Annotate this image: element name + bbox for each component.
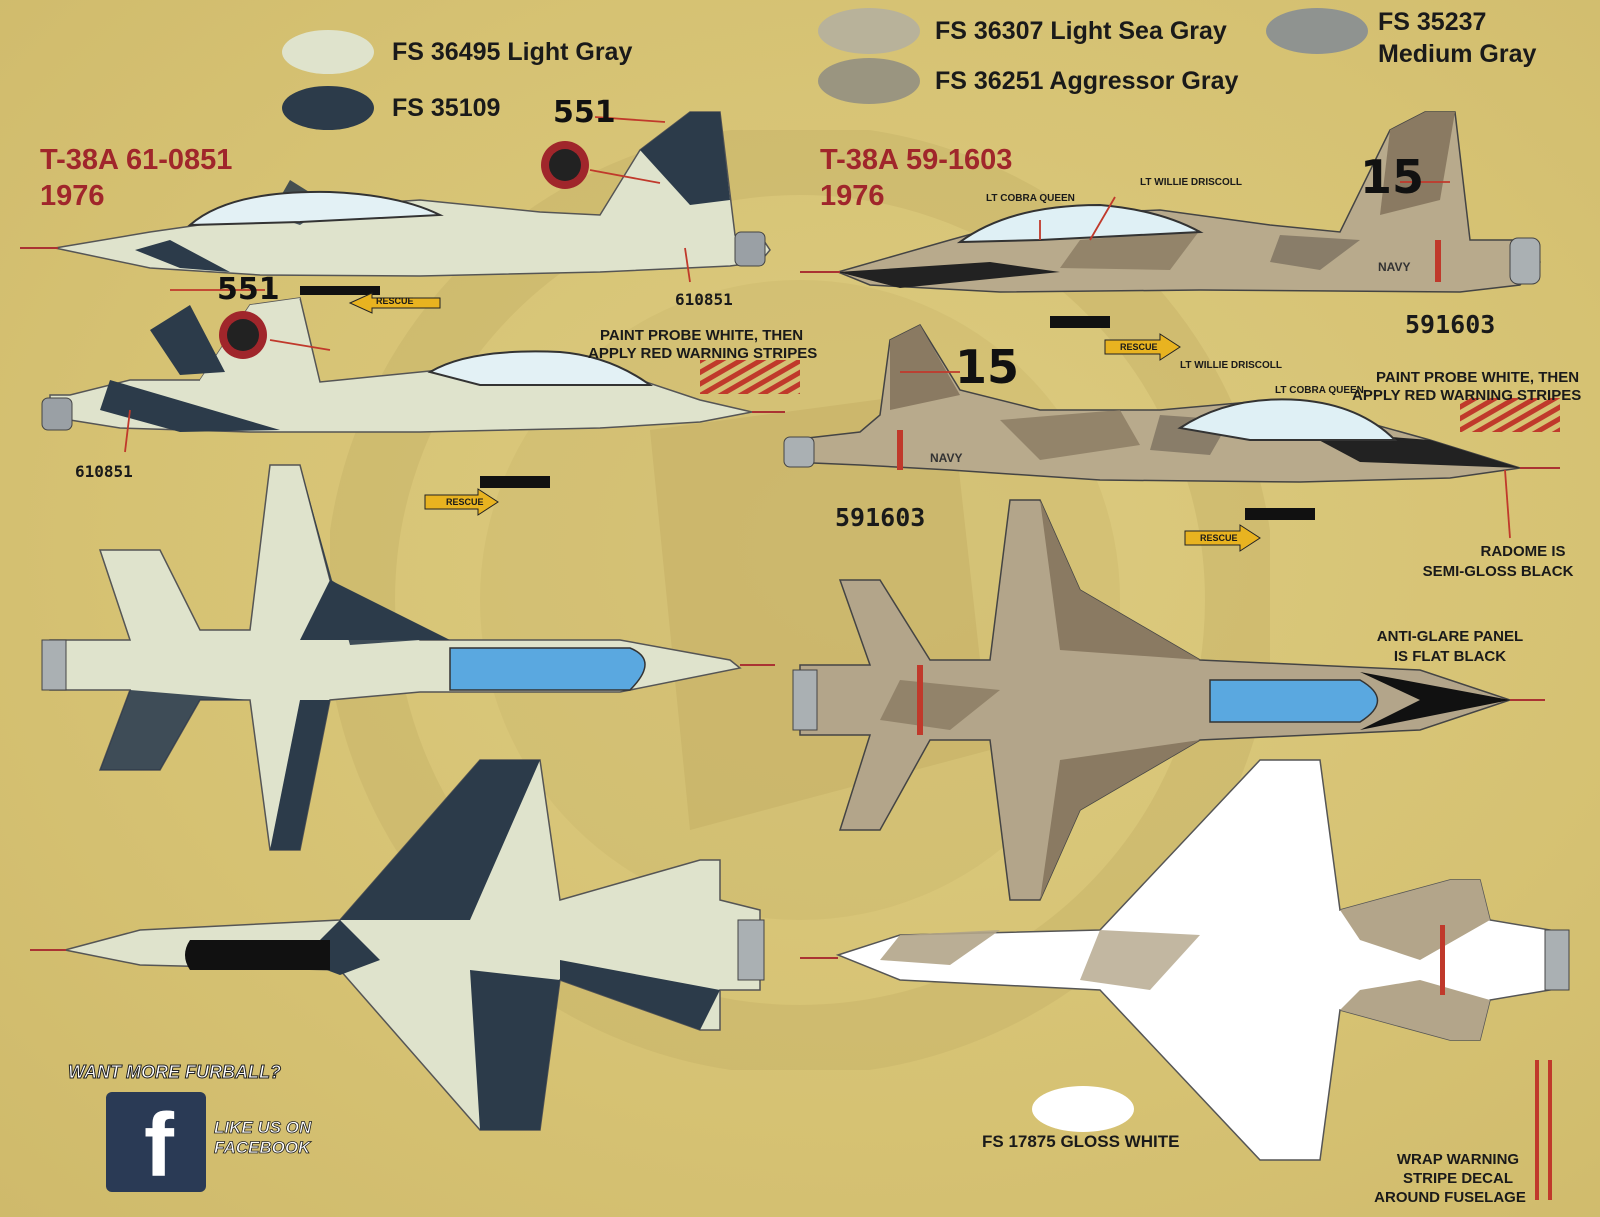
aircraft-1-side-right	[41, 297, 785, 433]
aircraft-1-side-left	[20, 111, 771, 277]
wrap-note-3: AROUND FUSELAGE	[1374, 1189, 1526, 1206]
facebook-icon[interactable]: f	[106, 1092, 206, 1196]
swatch-gloss-white-label: FS 17875 GLOSS WHITE	[982, 1132, 1180, 1151]
pilot-name-2a: LT COBRA QUEEN	[986, 193, 1075, 204]
facebook-letter: f	[144, 1096, 174, 1196]
rescue-label-4: RESCUE	[1200, 533, 1238, 543]
rescue-arrow-3	[1104, 333, 1181, 361]
serial-1-b: 610851	[75, 462, 133, 481]
warning-stripes-left	[700, 360, 800, 394]
swatch-light-gray	[282, 30, 374, 74]
service-marking-2: NAVY	[930, 451, 963, 465]
probe-note-left-1: PAINT PROBE WHITE, THEN	[600, 327, 804, 344]
roundel-insignia-2	[219, 311, 267, 359]
warning-stripes-right	[1460, 398, 1560, 432]
rescue-arrow-4	[1184, 524, 1261, 552]
aircraft-2-title: T-38A 59-1603	[820, 144, 1013, 176]
swatch-medium-gray-label-2: Medium Gray	[1378, 40, 1537, 68]
aircraft-2-year: 1976	[820, 180, 885, 212]
aircraft-2-side-left	[800, 111, 1541, 293]
antiglare-note-2: IS FLAT BLACK	[1393, 648, 1507, 665]
decal-bar-2	[480, 476, 550, 488]
swatch-gloss-white	[1032, 1086, 1134, 1132]
radome-note-2: SEMI-GLOSS BLACK	[1422, 563, 1574, 580]
rescue-arrow-1	[348, 292, 441, 314]
swatch-light-sea-gray-label: FS 36307 Light Sea Gray	[935, 17, 1227, 45]
rescue-label-2: RESCUE	[446, 497, 484, 507]
serial-2-a: 591603	[1405, 310, 1496, 339]
leader-lines	[124, 116, 1511, 539]
wrap-note-1: WRAP WARNING	[1396, 1151, 1520, 1168]
service-marking-1: NAVY	[1378, 260, 1411, 274]
swatch-dark-gray-blue	[282, 86, 374, 130]
promo-like-1[interactable]: LIKE US ON	[214, 1118, 312, 1138]
radome-note-1: RADOME IS	[1480, 543, 1566, 560]
wrap-note-2: STRIPE DECAL	[1402, 1170, 1513, 1187]
promo-like-2[interactable]: FACEBOOK	[214, 1138, 311, 1158]
aircraft-1-bottom-view	[30, 759, 765, 1131]
modex-1-top: 551	[553, 95, 616, 130]
aircraft-2-bottom-view	[800, 759, 1570, 1161]
swatch-aggressor-gray	[818, 58, 920, 104]
serial-1-a: 610851	[675, 290, 733, 309]
promo-headline: WANT MORE FURBALL?	[68, 1062, 282, 1083]
pilot-name-1a: LT WILLIE DRISCOLL	[1140, 177, 1243, 188]
decal-bar-4	[1245, 508, 1315, 520]
swatch-dark-gray-blue-label: FS 35109	[392, 94, 501, 122]
swatch-light-gray-label: FS 36495 Light Gray	[392, 38, 633, 66]
wrap-stripe-2	[1548, 1060, 1552, 1200]
pilot-name-1b: LT WILLIE DRISCOLL	[1180, 360, 1283, 371]
modex-2-top: 15	[1360, 150, 1425, 204]
aircraft-2-top-view	[792, 499, 1545, 901]
swatch-aggressor-gray-label: FS 36251 Aggressor Gray	[935, 67, 1239, 95]
swatch-medium-gray-label-1: FS 35237	[1378, 8, 1487, 36]
rescue-label-3: RESCUE	[1120, 342, 1158, 352]
antiglare-note-1: ANTI-GLARE PANEL	[1376, 628, 1524, 645]
decal-bar-3	[1050, 316, 1110, 328]
aircraft-1-top-view	[41, 464, 775, 851]
roundel-insignia-1	[541, 141, 589, 189]
probe-note-right-1: PAINT PROBE WHITE, THEN	[1376, 369, 1580, 386]
rescue-arrow-2	[424, 488, 499, 516]
probe-note-left-2: APPLY RED WARNING STRIPES	[588, 345, 818, 362]
rescue-label-1: RESCUE	[376, 296, 414, 306]
modex-1-side: 551	[217, 272, 280, 307]
decal-bar-1	[300, 286, 380, 295]
aircraft-2-side-right	[783, 324, 1560, 483]
swatch-medium-gray	[1266, 8, 1368, 54]
swatch-light-sea-gray	[818, 8, 920, 54]
aircraft-1-title: T-38A 61-0851	[40, 144, 233, 176]
serial-2-b: 591603	[835, 503, 926, 532]
modex-2-side: 15	[955, 340, 1020, 394]
probe-note-right-2: APPLY RED WARNING STRIPES	[1352, 387, 1582, 404]
aircraft-1-year: 1976	[40, 180, 105, 212]
wrap-stripe-1	[1535, 1060, 1539, 1200]
pilot-name-2b: LT COBRA QUEEN	[1275, 385, 1364, 396]
